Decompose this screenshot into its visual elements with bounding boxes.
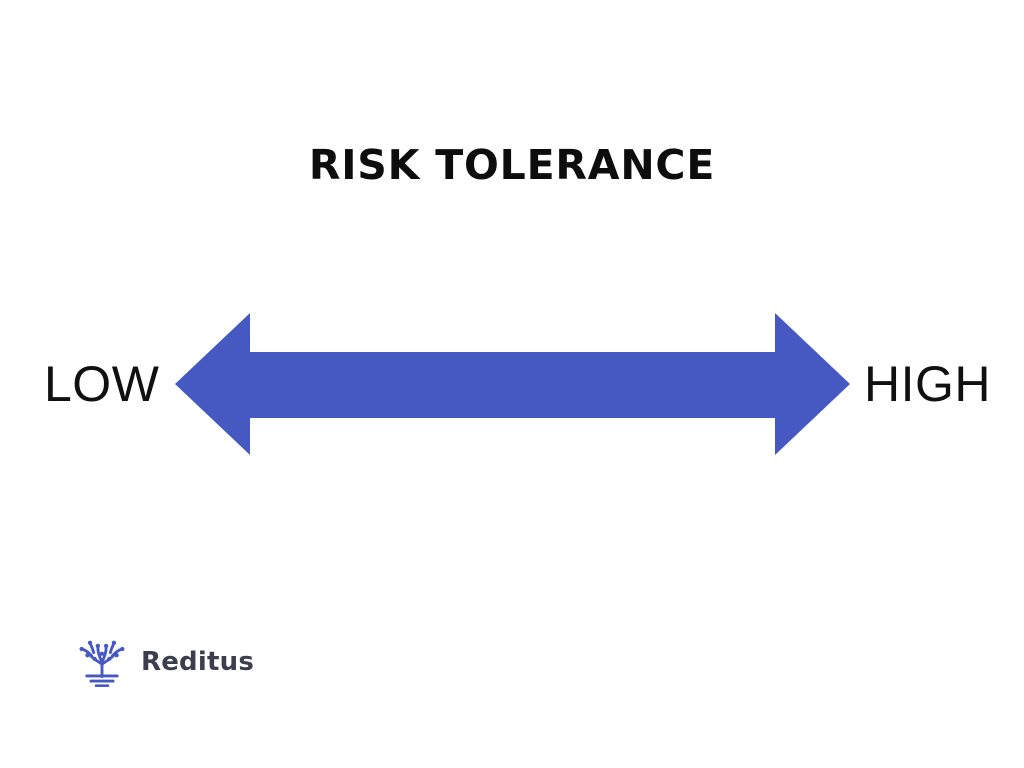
double-headed-arrow-icon [175,313,850,455]
arrow-shape [175,313,850,455]
scale-label-high: HIGH [864,356,991,412]
double-headed-arrow [175,313,850,455]
tree-logo-icon [79,640,125,687]
page-title: RISK TOLERANCE [308,141,716,189]
brand-logo: Reditus [76,636,254,688]
scale-label-low: LOW [44,356,160,412]
tree-base-lines [85,674,119,687]
tree-leaf-dots [79,640,125,661]
risk-tolerance-scale: LOW HIGH [0,313,1024,455]
brand-name: Reditus [141,647,254,677]
